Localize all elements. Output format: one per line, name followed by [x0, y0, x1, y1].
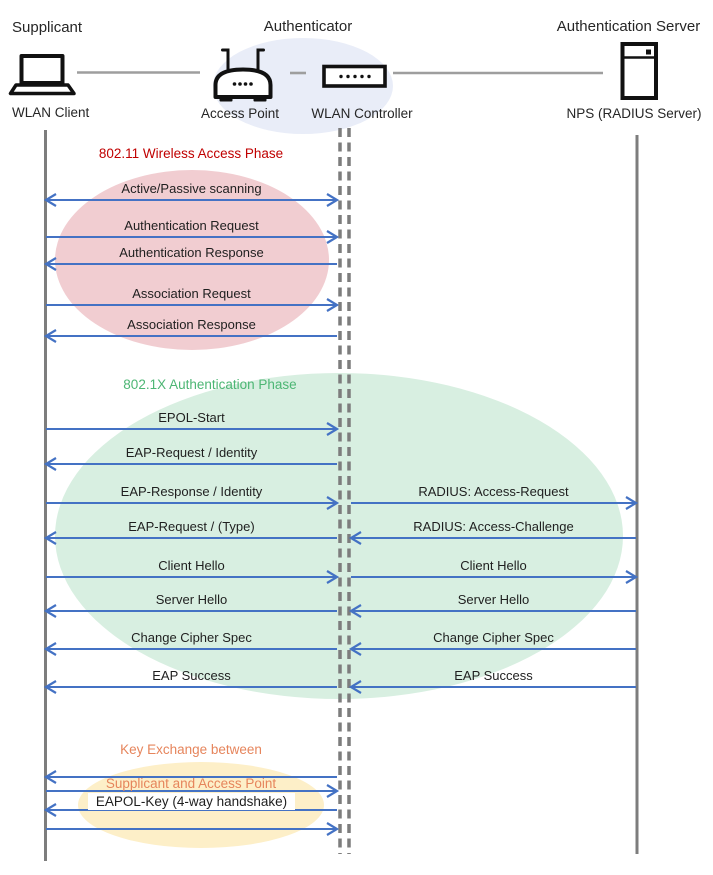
actor-authentication-server: Authentication Server [556, 18, 701, 35]
message-label: Client Hello [460, 558, 527, 573]
wlan-controller-icon [322, 64, 387, 88]
server-icon [620, 42, 658, 100]
actor-supplicant: Supplicant [12, 19, 83, 36]
message-label: Client Hello [158, 558, 225, 573]
message-label: Authentication Response [119, 245, 264, 260]
message-label: Server Hello [155, 592, 228, 607]
node-label-wlan-controller: WLAN Controller [311, 106, 413, 121]
message-label: Change Cipher Spec [131, 630, 252, 645]
message-label: Association Response [127, 317, 256, 332]
message-label: EAP-Request / Identity [125, 445, 258, 460]
message-label: RADIUS: Access-Request [418, 484, 569, 499]
message-label: EAPOL-Key (4-way handshake) [46, 793, 337, 811]
phase-title-wireless: 802.11 Wireless Access Phase [98, 146, 284, 161]
phase-title-key-exchange-line1: Key Exchange between [120, 742, 262, 757]
message-label: Association Request [132, 286, 251, 301]
message-label: RADIUS: Access-Challenge [413, 519, 574, 534]
message-label: Authentication Request [124, 218, 259, 233]
phase-title-key-exchange-line2: Supplicant and Access Point [105, 776, 277, 791]
node-label-wlan-client: WLAN Client [12, 105, 90, 120]
device-connectors [77, 71, 603, 75]
message-label: Active/Passive scanning [121, 181, 262, 196]
message-label: EAP Success [152, 668, 231, 683]
lifeline-wlan-controller [338, 128, 351, 854]
message-label: EAP Success [454, 668, 533, 683]
node-label-nps: NPS (RADIUS Server) [566, 106, 702, 121]
actor-authenticator: Authenticator [263, 18, 353, 35]
message-label: EAP-Response / Identity [120, 484, 263, 499]
node-label-access-point: Access Point [200, 106, 280, 121]
laptop-icon [8, 54, 76, 96]
message-label: EAP-Request / (Type) [128, 519, 255, 534]
message-label: EPOL-Start [158, 410, 225, 425]
message-label: Change Cipher Spec [433, 630, 554, 645]
access-point-icon [213, 48, 273, 102]
phase-title-dot1x: 802.1X Authentication Phase [123, 377, 297, 392]
message-label: Server Hello [457, 592, 530, 607]
phase-title-key-exchange: Key Exchange between Supplicant and Acce… [45, 724, 337, 792]
